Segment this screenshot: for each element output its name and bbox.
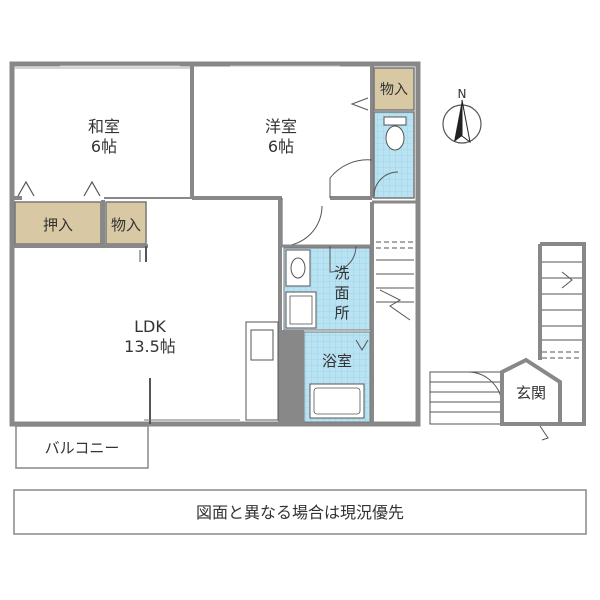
- landing: [429, 371, 503, 425]
- note-box: [13, 489, 587, 535]
- door-mark: [355, 339, 369, 351]
- room-name-washitsu: 和室: [88, 117, 120, 136]
- door-swing: [329, 245, 357, 273]
- stair-treads: [542, 261, 582, 359]
- room-name-ldk: LDK: [134, 317, 166, 336]
- stairs: [376, 241, 414, 321]
- door-mark: [350, 97, 369, 111]
- monoire-left-label: 物入: [111, 216, 141, 234]
- door-swing: [281, 198, 323, 247]
- main-unit: [9, 61, 421, 427]
- compass-icon: [442, 99, 482, 144]
- washroom-label-2: 面: [334, 284, 349, 302]
- monoire-top-label: 物入: [380, 82, 408, 98]
- room-size-ldk: 13.5帖: [124, 337, 176, 356]
- entrance-label: 玄関: [516, 384, 546, 402]
- bathtub-inner: [313, 387, 361, 415]
- wash-basin-bowl: [290, 257, 306, 279]
- door-swing: [329, 159, 373, 198]
- washing-machine: [285, 291, 317, 329]
- monoire-left: [105, 201, 147, 245]
- wall: [101, 200, 105, 246]
- wall: [282, 330, 304, 422]
- door-mark: [373, 171, 399, 197]
- bathtub: [309, 383, 365, 419]
- washroom-label-3: 所: [334, 304, 349, 322]
- room-size-youshitsu: 6帖: [268, 137, 294, 156]
- compass-north-label: N: [458, 87, 467, 101]
- washing-machine-inner: [289, 295, 313, 325]
- oshiire-label: 押入: [43, 216, 73, 234]
- room-name-youshitsu: 洋室: [265, 117, 297, 136]
- entrance-box: [500, 357, 562, 426]
- bath-label: 浴室: [322, 352, 352, 370]
- toilet-tank: [383, 116, 407, 126]
- balcony: [15, 425, 149, 469]
- entrance-unit: [429, 242, 586, 441]
- room-size-washitsu: 6帖: [91, 137, 117, 156]
- monoire-top: [373, 67, 415, 111]
- kitchen-sink: [250, 329, 274, 361]
- balcony-label: バルコニー: [45, 439, 120, 457]
- shoji-mark: [17, 180, 101, 197]
- door-mark: [539, 425, 549, 441]
- toilet-bowl: [385, 125, 405, 151]
- washroom-label-1: 洗: [334, 264, 349, 282]
- note-text: 図面と異なる場合は現況優先: [196, 503, 404, 522]
